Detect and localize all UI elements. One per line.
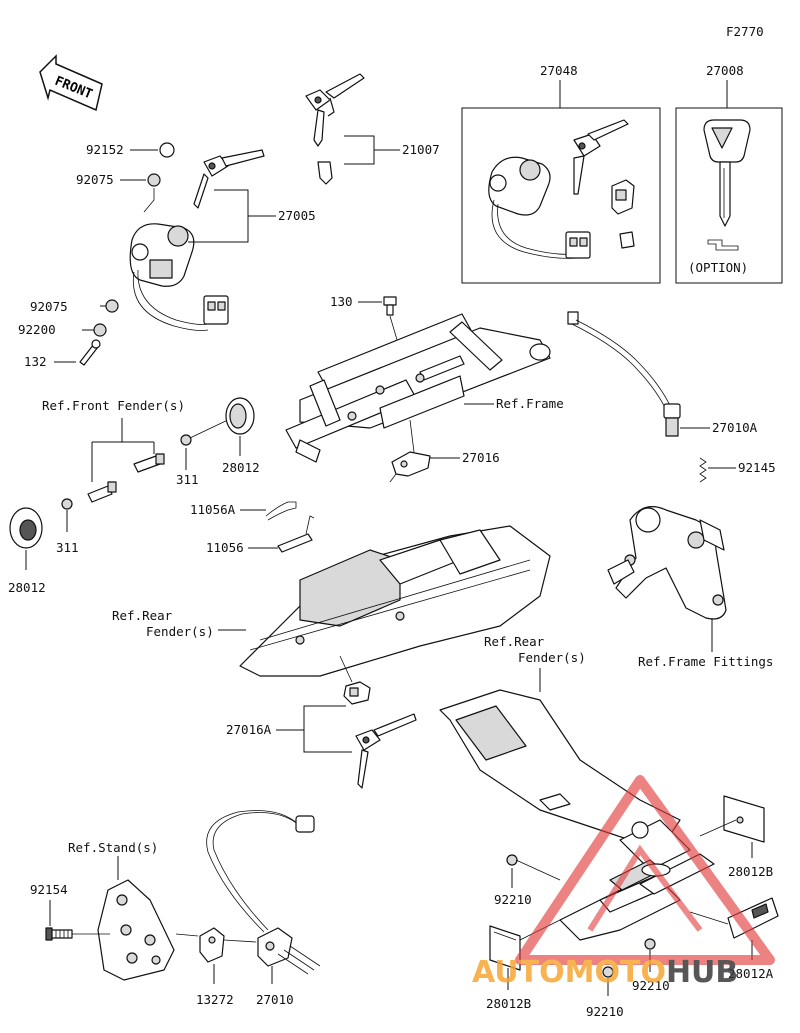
stud-upper xyxy=(133,453,165,473)
watermark-part-hub: HUB xyxy=(666,955,738,990)
label-92154: 92154 xyxy=(30,882,68,897)
kit-box-27048 xyxy=(461,107,661,284)
label-28012-upper: 28012 xyxy=(222,460,260,475)
label-ref-rear-fender-2b: Fender(s) xyxy=(518,650,586,665)
key-blank-icon xyxy=(703,119,751,251)
svg-text:AUTOMOTOHUB: AUTOMOTOHUB xyxy=(472,955,738,990)
label-ref-rear-fender-1b: Fender(s) xyxy=(146,624,214,639)
label-311-lower: 311 xyxy=(56,540,79,555)
label-28012-lower: 28012 xyxy=(8,580,46,595)
reflector-28012-upper xyxy=(225,397,255,435)
label-11056A: 11056A xyxy=(190,502,236,517)
bracket-11056 xyxy=(277,515,315,553)
reflector-28012-lower xyxy=(9,507,43,549)
label-ref-front-fender: Ref.Front Fender(s) xyxy=(42,398,185,413)
washer-92075-top xyxy=(147,173,161,187)
label-27016: 27016 xyxy=(462,450,500,465)
bolt-92154 xyxy=(45,927,73,941)
bolt-130 xyxy=(383,296,397,316)
label-13272: 13272 xyxy=(196,992,234,1007)
watermark-logo: AUTOMOTOHUB xyxy=(472,775,775,990)
spring-92145 xyxy=(699,457,707,483)
label-311-upper: 311 xyxy=(176,472,199,487)
label-132: 132 xyxy=(24,354,47,369)
label-27005: 27005 xyxy=(278,208,316,223)
label-92075-top: 92075 xyxy=(76,172,114,187)
ignition-switch-27005 xyxy=(129,223,229,331)
washer-92075-bottom xyxy=(105,299,119,313)
nut-92210-bottom xyxy=(602,966,614,978)
label-ref-frame: Ref.Frame xyxy=(496,396,564,411)
bolt-132 xyxy=(79,339,101,366)
key-set-21007 xyxy=(305,73,365,185)
label-27008: 27008 xyxy=(706,63,744,78)
ignition-switch-kit-part xyxy=(488,156,591,259)
reflector-plate-28012B-right xyxy=(723,795,765,843)
key-pair-kit-part xyxy=(573,119,629,195)
bracket-27016 xyxy=(389,451,431,483)
figure-code: F2770 xyxy=(726,24,764,39)
nut-311-upper xyxy=(180,434,192,446)
watermark-part-auto: AUTO xyxy=(472,955,565,990)
label-27016A: 27016A xyxy=(226,722,272,737)
bracket-13272 xyxy=(199,927,225,963)
stand-bracket-reference xyxy=(97,879,175,981)
watermark-part-moto: MOTO xyxy=(565,955,666,990)
label-27048: 27048 xyxy=(540,63,578,78)
rear-fender-assembly-reference xyxy=(439,689,715,941)
nut-92210-mid xyxy=(644,938,656,950)
stud-lower xyxy=(87,481,117,503)
sensor-27010A xyxy=(567,311,681,437)
label-92145: 92145 xyxy=(738,460,776,475)
label-92200: 92200 xyxy=(18,322,56,337)
kit-box-27008 xyxy=(675,107,783,284)
key-pair-27005 xyxy=(193,149,265,209)
side-stand-switch-27010 xyxy=(206,810,321,975)
seat-lock-kit-part xyxy=(611,179,635,249)
label-92152: 92152 xyxy=(86,142,124,157)
label-ref-rear-fender-2a: Ref.Rear xyxy=(484,634,545,649)
washer-92152 xyxy=(159,142,175,158)
label-27010A: 27010A xyxy=(712,420,758,435)
lock-cylinder-27016A xyxy=(343,681,371,705)
label-21007: 21007 xyxy=(402,142,440,157)
rear-fender-reference xyxy=(239,525,551,677)
label-28012B-right: 28012B xyxy=(728,864,773,879)
label-ref-rear-fender-1a: Ref.Rear xyxy=(112,608,173,623)
reflector-plate-28012B-left xyxy=(489,925,521,971)
label-92210-mid: 92210 xyxy=(632,978,670,993)
front-arrow-icon: FRONT xyxy=(39,54,103,112)
label-option: (OPTION) xyxy=(688,260,748,275)
label-92210-bottom: 92210 xyxy=(586,1004,624,1019)
label-28012B-left: 28012B xyxy=(486,996,531,1011)
label-28012A: 28012A xyxy=(728,966,774,981)
nut-311-lower xyxy=(61,498,73,510)
label-11056: 11056 xyxy=(206,540,244,555)
frame-reference xyxy=(285,313,551,463)
label-92210-left: 92210 xyxy=(494,892,532,907)
frame-fittings-reference xyxy=(607,506,727,620)
clip-11056A xyxy=(265,501,297,521)
washer-92200 xyxy=(93,323,107,337)
reflector-28012A xyxy=(727,897,779,939)
label-130: 130 xyxy=(330,294,353,309)
label-ref-frame-fittings: Ref.Frame Fittings xyxy=(638,654,773,669)
label-27010: 27010 xyxy=(256,992,294,1007)
nut-92210-left xyxy=(506,854,518,866)
label-92075-bottom: 92075 xyxy=(30,299,68,314)
key-pair-27016A xyxy=(355,713,417,789)
label-ref-stand: Ref.Stand(s) xyxy=(68,840,158,855)
